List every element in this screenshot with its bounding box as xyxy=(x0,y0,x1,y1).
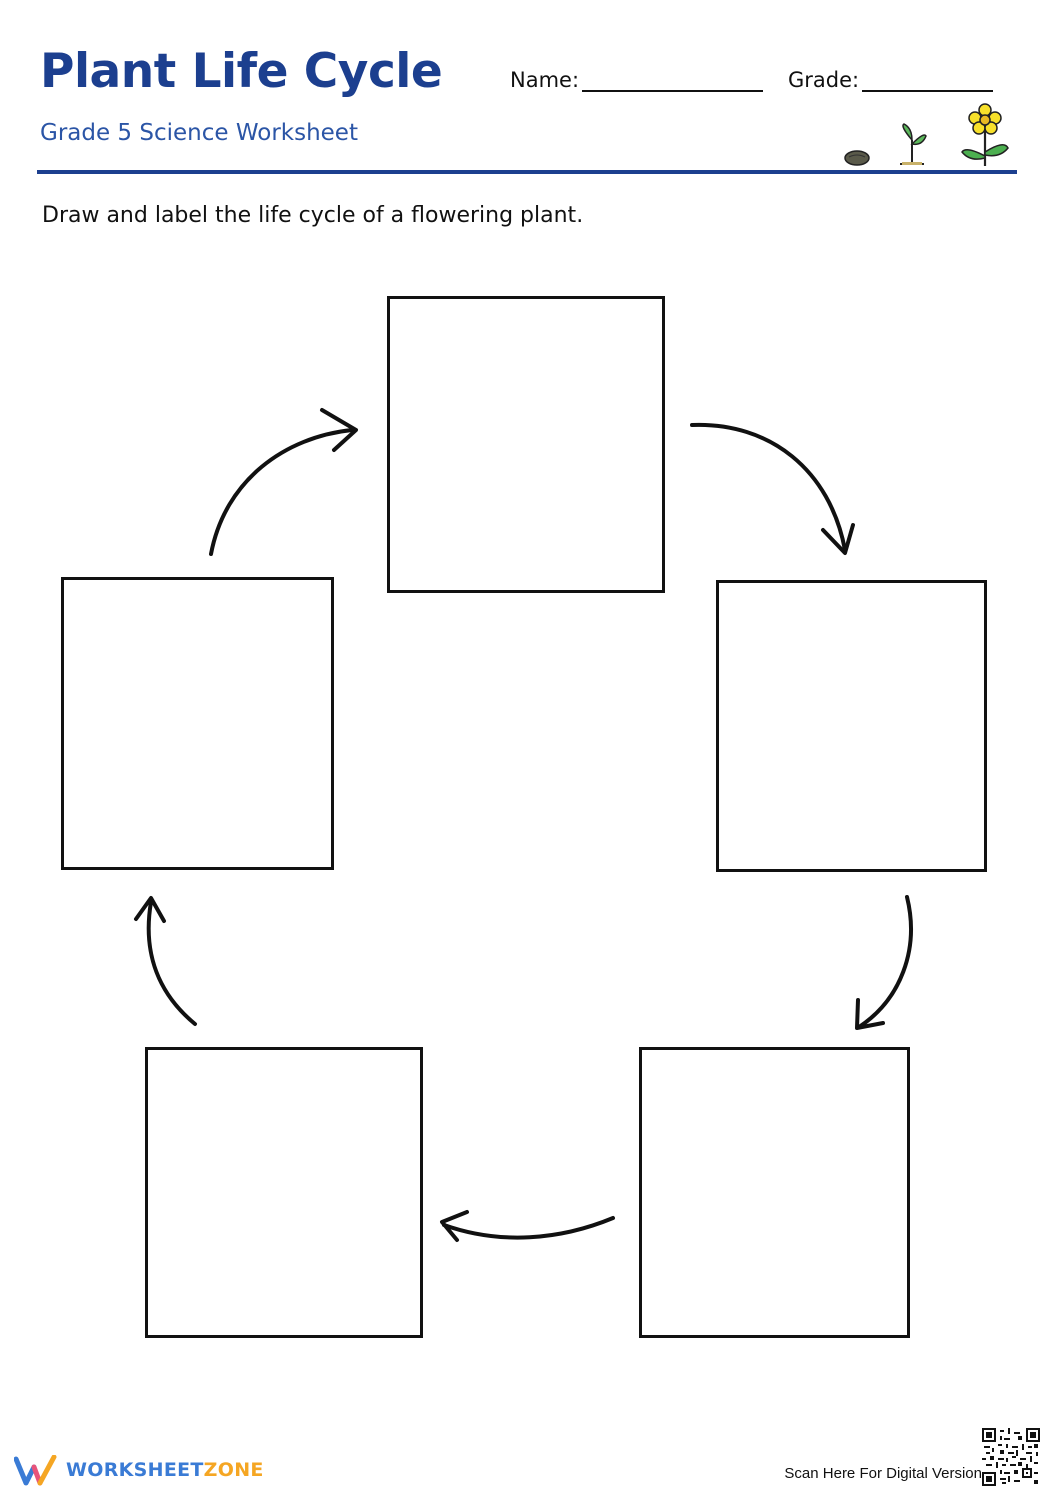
drawing-box-right[interactable] xyxy=(716,580,987,872)
worksheetzone-logo-icon xyxy=(14,1455,57,1486)
name-field[interactable] xyxy=(582,90,763,92)
sprout-icon xyxy=(900,123,927,165)
page-subtitle: Grade 5 Science Worksheet xyxy=(40,120,358,146)
plant-stages-decoration xyxy=(844,103,1009,166)
instructions: Draw and label the life cycle of a flowe… xyxy=(42,203,584,228)
seed-icon xyxy=(844,150,870,166)
arrow-bottom-left-to-left xyxy=(134,896,197,1026)
name-label: Name: xyxy=(510,68,580,92)
drawing-box-left[interactable] xyxy=(61,577,334,870)
grade-field[interactable] xyxy=(862,90,993,92)
drawing-box-bottom-right[interactable] xyxy=(639,1047,910,1338)
page-title: Plant Life Cycle xyxy=(40,44,443,99)
scan-label: Scan Here For Digital Version xyxy=(784,1465,982,1482)
drawing-box-bottom-left[interactable] xyxy=(145,1047,423,1338)
flower-icon xyxy=(961,103,1009,166)
worksheetzone-logo-text: WORKSHEETZONE xyxy=(66,1459,264,1481)
arrow-left-to-top xyxy=(209,408,358,556)
logo-text-part2: ZONE xyxy=(203,1459,264,1481)
grade-label: Grade: xyxy=(788,68,860,92)
arrow-right-to-bottom-right xyxy=(855,895,913,1030)
arrow-bottom-right-to-bottom-left xyxy=(440,1210,615,1242)
logo-text-part1: WORKSHEET xyxy=(66,1459,204,1481)
arrow-top-to-right xyxy=(690,422,855,555)
header-divider xyxy=(37,170,1017,174)
drawing-box-top[interactable] xyxy=(387,296,665,593)
qr-code-icon[interactable] xyxy=(982,1428,1040,1486)
